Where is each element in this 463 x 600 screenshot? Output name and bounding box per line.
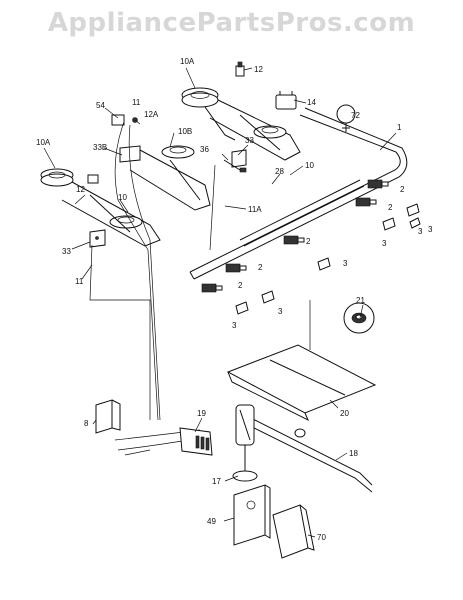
callout-70: 70 xyxy=(317,533,326,542)
bracket-33-mid xyxy=(231,149,247,168)
fitting-3-c xyxy=(317,257,331,271)
callout-20: 20 xyxy=(340,409,349,418)
callout-12-left: 12 xyxy=(76,185,85,194)
oven-igniter-17 xyxy=(232,404,258,482)
valve-bracket-49 xyxy=(233,484,271,546)
valve-2-d xyxy=(225,263,247,273)
callout-2-e: 2 xyxy=(238,281,243,290)
callout-14: 14 xyxy=(307,98,316,107)
cover-70 xyxy=(272,504,315,559)
valve-2-c xyxy=(283,235,305,245)
callout-28: 28 xyxy=(275,167,284,176)
callout-17: 17 xyxy=(212,477,221,486)
callout-10a-top: 10A xyxy=(180,57,195,66)
module-8 xyxy=(95,399,121,434)
spark-module-19 xyxy=(179,427,213,456)
callout-3-a: 3 xyxy=(418,227,423,236)
front-crossbar xyxy=(239,179,365,247)
leader-lines xyxy=(43,67,397,538)
callout-11-top: 11 xyxy=(132,98,141,107)
callout-11-left: 11 xyxy=(75,277,84,286)
watermark-text: AppliancePartsPros.com xyxy=(47,8,416,38)
bracket-33b xyxy=(119,145,141,163)
callout-10a-left: 10A xyxy=(36,138,51,147)
callout-11a: 11A xyxy=(248,205,262,214)
callout-2-a: 2 xyxy=(400,185,405,194)
retainer-21 xyxy=(343,302,375,334)
callout-10b: 10B xyxy=(178,127,192,136)
callout-2-b: 2 xyxy=(388,203,393,212)
callout-12a: 12A xyxy=(144,110,159,119)
callout-2-d: 2 xyxy=(258,263,263,272)
callout-54: 54 xyxy=(96,101,105,110)
callout-10-rear: 10 xyxy=(305,161,314,170)
callout-3-c: 3 xyxy=(343,259,348,268)
callout-36: 36 xyxy=(200,145,209,154)
valve-2-a xyxy=(367,179,389,189)
callout-18: 18 xyxy=(349,449,358,458)
burner-igniter-14 xyxy=(275,91,297,110)
fitting-3-d xyxy=(261,290,275,304)
igniter-wires xyxy=(89,121,311,456)
callout-33-left: 33 xyxy=(62,247,71,256)
burner-heat-shield-20 xyxy=(226,344,377,422)
callout-2-c: 2 xyxy=(306,237,311,246)
callout-8: 8 xyxy=(84,419,89,428)
callout-49: 49 xyxy=(207,517,216,526)
fitting-3-e xyxy=(235,301,249,315)
rear-right-burner-assembly xyxy=(181,87,301,161)
gas-manifold-tube xyxy=(189,107,408,280)
valve-2-e xyxy=(201,283,223,293)
igniter-bracket-33-left xyxy=(89,229,106,248)
callout-12-top: 12 xyxy=(254,65,263,74)
callout-3-f: 3 xyxy=(428,225,433,234)
callout-72: 72 xyxy=(351,111,360,120)
callout-10-front: 10 xyxy=(118,193,127,202)
electrode-36 xyxy=(223,159,247,173)
fitting-3-a xyxy=(406,203,420,217)
callout-33-mid: 33 xyxy=(245,136,254,145)
callout-3-b: 3 xyxy=(382,239,387,248)
fitting-3-f xyxy=(409,217,421,229)
callout-33b: 33B xyxy=(93,143,107,152)
callout-1: 1 xyxy=(397,123,402,132)
callout-19: 19 xyxy=(197,409,206,418)
oven-burner-18 xyxy=(237,414,373,493)
valve-2-b xyxy=(355,197,377,207)
callout-3-e: 3 xyxy=(232,321,237,330)
callout-3-d: 3 xyxy=(278,307,283,316)
callout-21: 21 xyxy=(356,296,365,305)
screw-72 xyxy=(336,104,356,132)
igniter-bracket-12-top xyxy=(235,61,245,77)
fitting-3-b xyxy=(382,217,396,231)
